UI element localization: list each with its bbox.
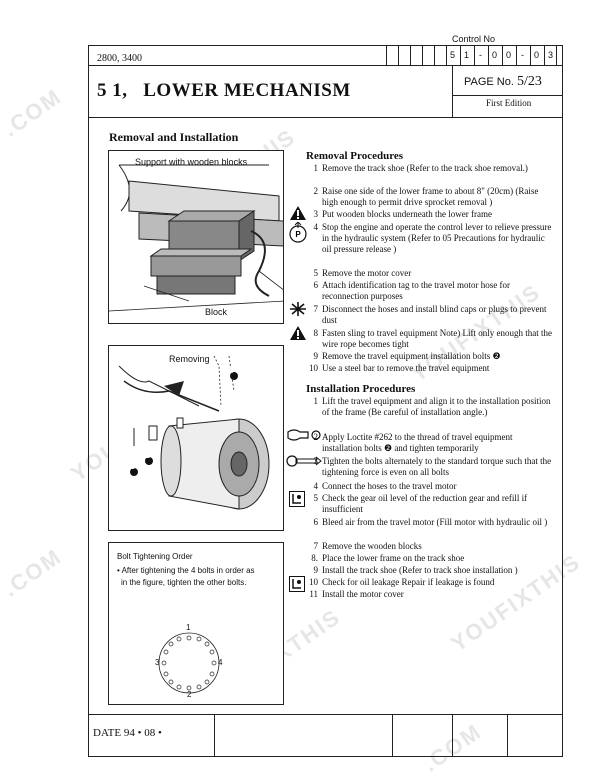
page-value: 5/23 [517, 74, 542, 89]
oil-check-icon [289, 576, 305, 592]
watermark: .COM [0, 543, 67, 602]
footer-col [392, 714, 393, 757]
callout-1: 1 [229, 368, 233, 375]
installation-step: 8.Place the lower frame on the track sho… [311, 553, 465, 563]
page-number: PAGE No. 5/23 [464, 74, 542, 90]
footer-divider [89, 714, 562, 715]
code-digit: 1 [460, 46, 472, 65]
pressure-release-icon: P [289, 222, 307, 243]
dust-cap-icon [290, 302, 306, 316]
bolt-order-title: Bolt Tightening Order [117, 552, 193, 561]
page-label: PAGE No. [464, 76, 514, 88]
warning-icon [290, 326, 306, 340]
footer-col [214, 714, 215, 757]
oil-check-icon [289, 491, 305, 507]
document-frame [88, 45, 563, 757]
watermark: .COM [0, 83, 67, 142]
callout-2: 2 [146, 453, 150, 460]
code-digit: 0 [502, 46, 514, 65]
warning-icon [290, 206, 306, 220]
code-digit: - [516, 46, 528, 65]
date-field: DATE 94 • 08 • [93, 727, 162, 739]
page-title: 5 1, LOWER MECHANISM [97, 80, 351, 102]
bolt-number: 2 [187, 690, 192, 699]
wooden-blocks-illustration [109, 164, 283, 312]
section-title: LOWER MECHANISM [143, 80, 351, 101]
bolt-order-line: in the figure, tighten the other bolts. [121, 578, 247, 587]
installation-heading: Installation Procedures [306, 383, 416, 395]
callout-3: 3 [131, 464, 135, 471]
figure-label: Support with wooden blocks [135, 157, 248, 167]
figure-wooden-blocks: Support with wooden blocks Block [108, 150, 284, 324]
section-heading: Removal and Installation [109, 130, 239, 144]
title-divider [89, 117, 562, 118]
bolt-circle-diagram [158, 632, 220, 694]
code-digit: 3 [544, 46, 557, 65]
removing-illustration [118, 355, 270, 510]
torque-wrench-icon [286, 455, 322, 467]
figure-bolt-order: Bolt Tightening Order • After tightening… [108, 542, 284, 705]
header-divider [89, 65, 562, 66]
code-digit: - [474, 46, 486, 65]
code-digit: 0 [488, 46, 500, 65]
removal-heading: Removal Procedures [306, 150, 404, 162]
code-digit: 0 [530, 46, 542, 65]
model-number: 2800, 3400 [97, 53, 142, 64]
edition-label: First Edition [486, 98, 532, 108]
loctite-icon [287, 429, 321, 441]
page-box-divider [452, 65, 453, 117]
section-number: 5 1, [97, 80, 128, 101]
bolt-order-line: • After tightening the 4 bolts in order … [117, 566, 255, 575]
code-digit: 5 [446, 46, 458, 65]
figure-label: Block [205, 307, 228, 317]
bolt-number: 1 [186, 623, 191, 632]
page-edition-divider [452, 95, 562, 96]
footer-col [507, 714, 508, 757]
figure-removing: Removing 1 2 3 [108, 345, 284, 531]
bolt-number: 4 [218, 658, 223, 667]
control-no-label: Control No [452, 34, 496, 44]
svg-text:P: P [295, 230, 301, 239]
figure-label: Removing [169, 354, 210, 364]
bolt-number: 3 [155, 658, 160, 667]
footer-col [452, 714, 453, 757]
